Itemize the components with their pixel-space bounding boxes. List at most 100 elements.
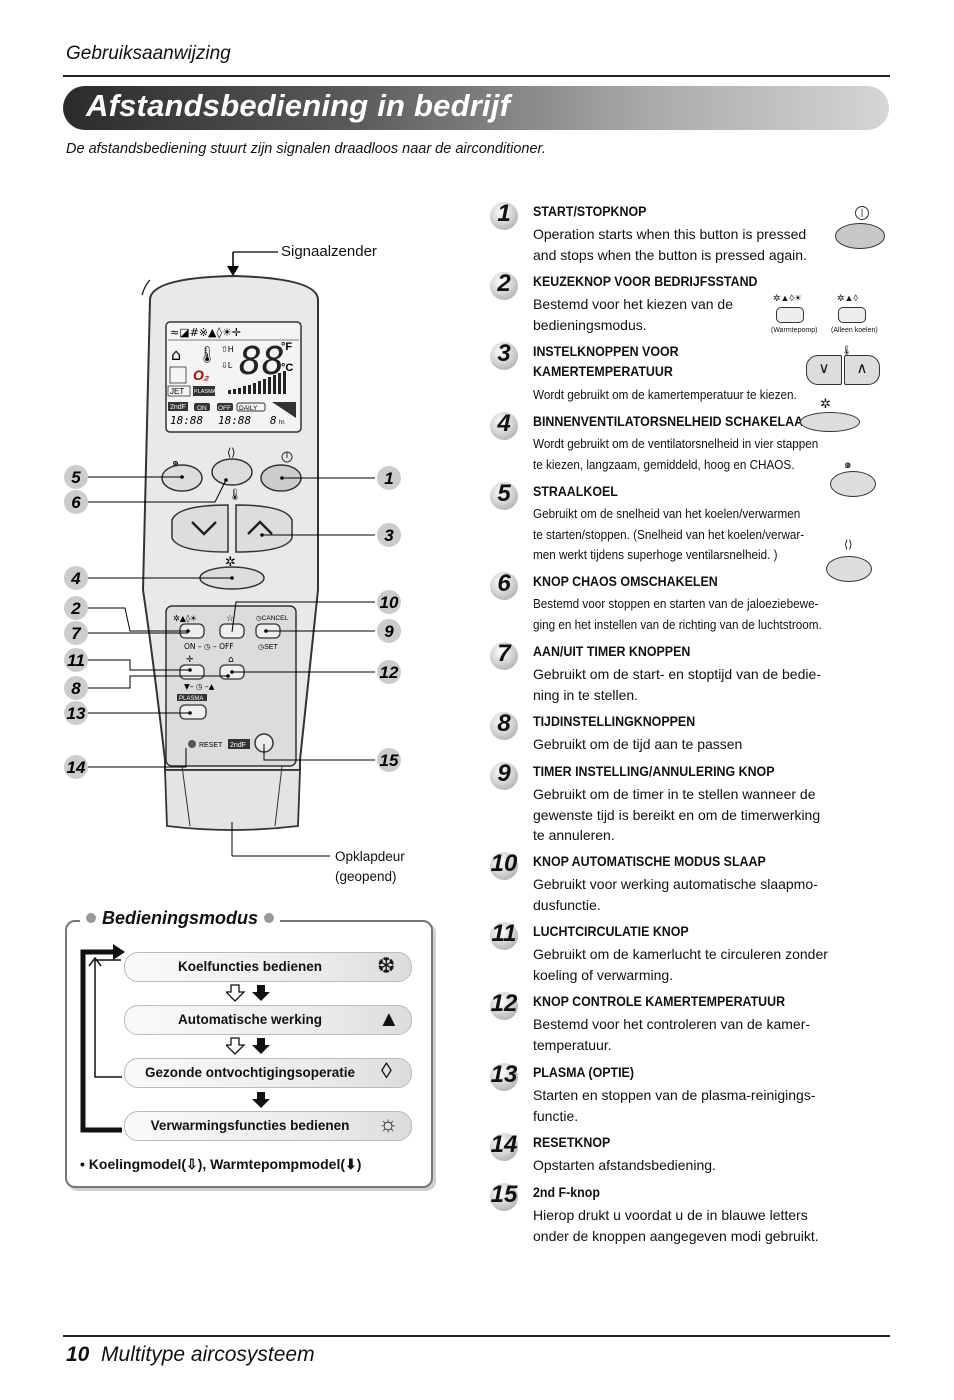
intro-text: De afstandsbediening stuurt zijn signale… <box>66 141 546 157</box>
item-desc: Hierop drukt u voordat u de in blauwe le… <box>533 1207 819 1244</box>
callout-10: 10 <box>380 593 399 612</box>
number-badge: 1 <box>488 200 520 230</box>
callout-6: 6 <box>71 493 81 512</box>
item-title: AAN/UIT TIMER KNOPPEN <box>533 644 691 659</box>
item-desc: Starten en stoppen van de plasma-reinigi… <box>533 1087 816 1124</box>
bullet-icon <box>264 913 275 923</box>
item-title: INSTELKNOPPEN VOOR <box>533 344 679 359</box>
mode-row-auto: Automatische werking <box>124 1005 412 1035</box>
mode-cycle-arrows <box>80 944 125 1133</box>
page-title: Afstandsbediening in bedrijf <box>86 88 511 123</box>
svg-text:◷CANCEL: ◷CANCEL <box>256 615 288 622</box>
callout-1: 1 <box>384 469 393 488</box>
svg-text:⟨⟩: ⟨⟩ <box>227 446 236 459</box>
item-title: TIJDINSTELLINGKNOPPEN <box>533 714 696 729</box>
item-desc: Bestemd voor stoppen en starten van de j… <box>533 596 822 632</box>
svg-text:✲: ✲ <box>225 555 236 570</box>
item-desc: Opstarten afstandsbediening. <box>533 1157 716 1173</box>
svg-text:🌡: 🌡 <box>197 345 217 364</box>
number-badge: 4 <box>488 410 520 440</box>
remote-illustration: ≈◪#※▲◊☀✛ ⌂ 🌡 ⇧H ⇩L 88 °F °C O₂ JET PLASM… <box>0 0 480 900</box>
callout-4: 4 <box>70 569 81 588</box>
item-title: KEUZEKNOP VOOR BEDRIJFSSTAND <box>533 274 758 289</box>
number-badge: 8 <box>488 710 520 740</box>
down-arrow-icon <box>252 1092 270 1108</box>
svg-text:JET: JET <box>170 387 184 396</box>
header-label: Gebruiksaanwijzing <box>66 43 231 64</box>
item-desc: Gebruikt om de timer in te stellen wanne… <box>533 786 821 843</box>
svg-text:▼– ◷ –▲: ▼– ◷ –▲ <box>184 682 215 691</box>
item-title: PLASMA (OPTIE) <box>533 1065 634 1080</box>
svg-text:RESET: RESET <box>199 742 223 749</box>
signal-label: Signaalzender <box>281 243 377 260</box>
svg-text:8: 8 <box>270 414 277 427</box>
svg-text:°F: °F <box>281 341 292 353</box>
sun-icon: ☼ <box>378 1111 399 1136</box>
svg-text:✛: ✛ <box>186 655 194 665</box>
svg-text:๑: ๑ <box>172 456 179 469</box>
svg-text:🌡: 🌡 <box>228 488 242 501</box>
modes-title: Bedieningsmodus <box>80 908 281 929</box>
jet-cool-button-icon: ๑ <box>830 455 880 497</box>
callout-8: 8 <box>71 679 81 698</box>
item-title: KNOP CHAOS OMSCHAKELEN <box>533 574 718 589</box>
item-title-2: KAMERTEMPERATUUR <box>533 364 673 379</box>
header-rule <box>63 75 890 77</box>
svg-text:⇩L: ⇩L <box>221 361 233 370</box>
item-title: KNOP AUTOMATISCHE MODUS SLAAP <box>533 854 766 869</box>
mode-row-heat: Verwarmingsfuncties bedienen <box>124 1111 412 1141</box>
svg-text:2ndF: 2ndF <box>170 404 186 411</box>
svg-text:2ndF: 2ndF <box>230 742 246 749</box>
number-badge: 15 <box>488 1181 520 1211</box>
number-badge: 14 <box>488 1131 520 1161</box>
number-badge: 9 <box>488 760 520 790</box>
temp-buttons-icon: 🌡 ∨ ∧ <box>806 345 880 385</box>
number-badge: 10 <box>488 850 520 880</box>
down-arrows-icon <box>226 1037 270 1055</box>
number-badge: 2 <box>488 270 520 300</box>
item-title: KNOP CONTROLE KAMERTEMPERATUUR <box>533 994 786 1009</box>
item-desc: Wordt gebruikt om de ventilatorsnelheid … <box>533 436 819 472</box>
svg-text:ON – ◷ – OFF: ON – ◷ – OFF <box>184 642 234 651</box>
callout-14: 14 <box>67 758 86 777</box>
svg-text:◷SET: ◷SET <box>258 644 278 651</box>
number-badge: 13 <box>488 1061 520 1091</box>
svg-text:18:88: 18:88 <box>218 414 251 427</box>
item-desc: Operation starts when this button is pre… <box>533 226 807 263</box>
callout-7: 7 <box>71 624 82 643</box>
number-badge: 7 <box>488 640 520 670</box>
title-bar <box>63 86 889 130</box>
number-badge: 3 <box>488 340 520 370</box>
fan-button-icon: ✲ <box>800 396 862 434</box>
item-desc: Bestemd voor het controleren van de kame… <box>533 1016 811 1053</box>
down-arrows-icon <box>226 984 270 1002</box>
svg-text:☆: ☆ <box>226 614 234 624</box>
callout-9: 9 <box>384 622 394 641</box>
droplet-icon: ◊ <box>381 1058 392 1083</box>
auto-mode-icon: ▲ <box>378 1006 400 1031</box>
bullet-icon <box>86 913 96 923</box>
svg-text:⌂: ⌂ <box>171 345 181 364</box>
svg-text:O₂: O₂ <box>193 367 209 383</box>
number-badge: 6 <box>488 570 520 600</box>
number-badge: 11 <box>488 920 520 950</box>
item-desc: Gebruikt om de snelheid van het koelen/v… <box>533 506 805 562</box>
mode-button-icons: ✲▲◊☀ (Warmtepomp) ✲▲◊ (Alleen koelen) <box>771 293 878 334</box>
footer-rule <box>63 1335 890 1337</box>
svg-text:✲▲◊☀: ✲▲◊☀ <box>173 614 197 623</box>
page-footer: 10 Multitype aircosysteem <box>66 1343 315 1367</box>
door-label-sub: (geopend) <box>335 869 397 884</box>
callout-11: 11 <box>67 651 85 670</box>
svg-text:DAILY: DAILY <box>239 405 258 412</box>
svg-text:PLASMA: PLASMA <box>179 696 203 702</box>
svg-text:⌂: ⌂ <box>228 655 234 665</box>
svg-text:hr.: hr. <box>279 420 286 426</box>
svg-text:⇧H: ⇧H <box>221 345 234 354</box>
svg-text:OFF: OFF <box>218 405 231 412</box>
callout-5: 5 <box>71 468 81 487</box>
item-desc: Gebruikt om de start- en stoptijd van de… <box>533 666 821 703</box>
item-title: 2nd F-knop <box>533 1185 600 1200</box>
callout-2: 2 <box>70 599 81 618</box>
footer-text: Multitype aircosysteem <box>101 1343 315 1366</box>
